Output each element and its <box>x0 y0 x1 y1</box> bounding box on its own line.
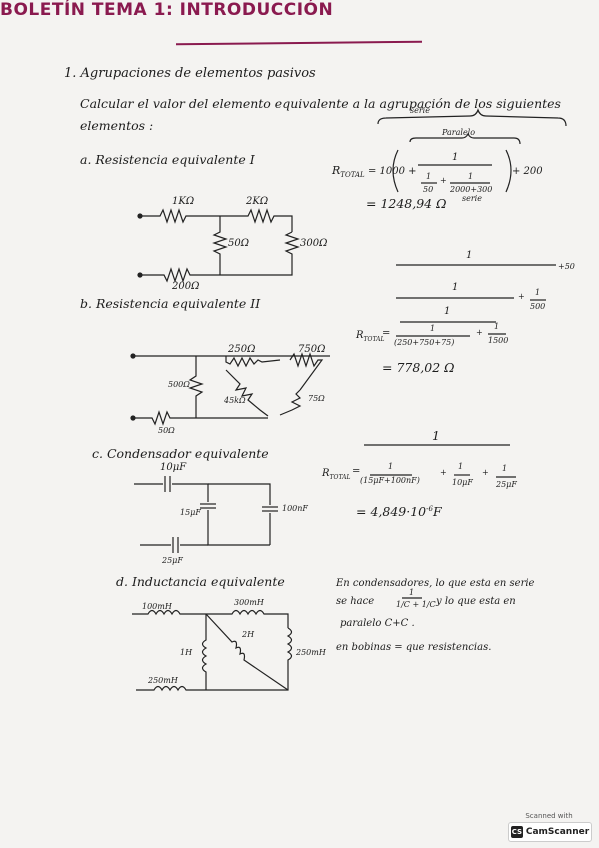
fraction-numerator: 1 <box>502 464 508 473</box>
fraction-denominator: 500 <box>530 302 546 311</box>
inductor-label: 100mH <box>142 602 172 611</box>
capacitor-label: 100nF <box>282 504 308 513</box>
equals-sign: = <box>382 328 391 339</box>
fraction-numerator: 1 <box>432 428 440 443</box>
fraction-numerator: 1 <box>466 250 473 261</box>
note-fraction-den: 1/C + 1/C <box>396 600 436 609</box>
rtotal-symbol: RTOTAL <box>332 164 365 180</box>
rtotal-symbol: RTOTAL <box>322 468 351 481</box>
part-b-heading: b. Resistencia equivalente II <box>80 296 261 311</box>
equals-sign: = <box>352 466 361 477</box>
inductor-label: 250mH <box>296 648 326 657</box>
part-d-heading: d. Inductancia equivalente <box>116 574 285 589</box>
fraction-denominator: 10μF <box>452 478 473 487</box>
plus-sign: + <box>440 468 447 477</box>
equation-tail: + 200 <box>512 166 543 177</box>
fraction-denominator: 1500 <box>488 336 509 345</box>
fraction-numerator: 1 <box>452 152 459 163</box>
fraction-denominator: (15μF+100nF) <box>360 476 420 485</box>
serie-brace <box>377 108 567 127</box>
part-c-heading: c. Condensador equivalente <box>92 446 269 461</box>
fraction-numerator: 1 <box>468 172 474 181</box>
capacitor-label: 10μF <box>160 462 187 473</box>
fraction-numerator: 1 <box>426 172 432 181</box>
fraction-numerator: 1 <box>494 322 500 331</box>
fraction-numerator: 1 <box>444 306 451 317</box>
camscanner-icon: CS <box>510 826 523 838</box>
inductor-label: 2H <box>242 630 255 639</box>
plus-sign: + <box>518 292 525 301</box>
result-b: = 778,02 Ω <box>382 360 455 375</box>
plus-sign: + <box>476 328 483 337</box>
note-line3: paralelo C+C . <box>340 618 415 629</box>
plus-sign: + <box>440 176 447 185</box>
stamp-badge: CS CamScanner <box>508 822 592 842</box>
note-line4: en bobinas = que resistencias. <box>336 642 492 653</box>
note-line2-pre: se hace <box>336 596 375 607</box>
circuit-b <box>130 352 330 426</box>
fraction-numerator: 1 <box>535 288 541 297</box>
part-a-heading: a. Resistencia equivalente I <box>80 152 255 167</box>
capacitor-label: 15μF <box>180 508 201 517</box>
rtotal-symbol: RTOTAL <box>356 330 385 343</box>
equation-lead: = 1000 + <box>368 166 417 177</box>
stamp-caption: Scanned with <box>525 812 573 820</box>
fraction-numerator: 1 <box>430 324 436 333</box>
note-line1: En condensadores, lo que esta en serie <box>336 578 535 589</box>
equation-tail: +50 <box>558 262 575 271</box>
fraction-denominator: 25μF <box>496 480 517 489</box>
circuit-d <box>132 609 293 692</box>
resistor-label: 250Ω <box>228 344 256 355</box>
note-line2-post: y lo que esta en <box>436 596 516 607</box>
plus-sign: + <box>482 468 489 477</box>
result-c: = 4,849·10-6F <box>356 504 442 519</box>
circuit-c <box>134 476 278 553</box>
intro-text-line1: Calcular el valor del elemento equivalen… <box>80 96 561 111</box>
inductor-label: 300mH <box>234 598 264 607</box>
resistor-label: 45kΩ <box>224 396 246 405</box>
circuit-a <box>137 208 300 283</box>
stamp-brand: CamScanner <box>525 827 590 837</box>
serie-label: serie <box>462 194 482 203</box>
resistor-label: 200Ω <box>172 281 200 292</box>
resistor-label: 1KΩ <box>172 196 195 207</box>
resistor-label: 50Ω <box>158 426 175 435</box>
resistor-label: 750Ω <box>298 344 326 355</box>
resistor-label: 50Ω <box>228 238 250 249</box>
resistor-label: 300Ω <box>300 238 328 249</box>
paralelo-brace <box>409 132 521 145</box>
paralelo-label: Paralelo <box>442 128 476 137</box>
fraction-numerator: 1 <box>388 462 394 471</box>
intro-text-line2: elementos : <box>80 118 154 133</box>
page-title: BOLETÍN TEMA 1: INTRODUCCIÓN <box>0 0 334 20</box>
section-heading: 1. Agrupaciones de elementos pasivos <box>64 66 316 81</box>
fraction-denominator: 50 <box>423 185 434 194</box>
resistor-label: 2KΩ <box>246 196 269 207</box>
fraction-numerator: 1 <box>452 282 459 293</box>
fraction-numerator: 1 <box>458 462 464 471</box>
result-a: = 1248,94 Ω <box>366 196 447 211</box>
serie-label: serie <box>410 106 430 115</box>
note-fraction-num: 1 <box>409 588 415 597</box>
inductor-label: 250mH <box>148 676 178 685</box>
resistor-label: 75Ω <box>308 394 325 403</box>
camscanner-stamp: Scanned with CS CamScanner <box>508 812 592 842</box>
inductor-label: 1H <box>180 648 193 657</box>
resistor-label: 500Ω <box>168 380 190 389</box>
fraction-denominator: 2000+300 <box>450 185 493 194</box>
capacitor-label: 25μF <box>162 556 183 565</box>
fraction-denominator: (250+750+75) <box>394 338 455 347</box>
